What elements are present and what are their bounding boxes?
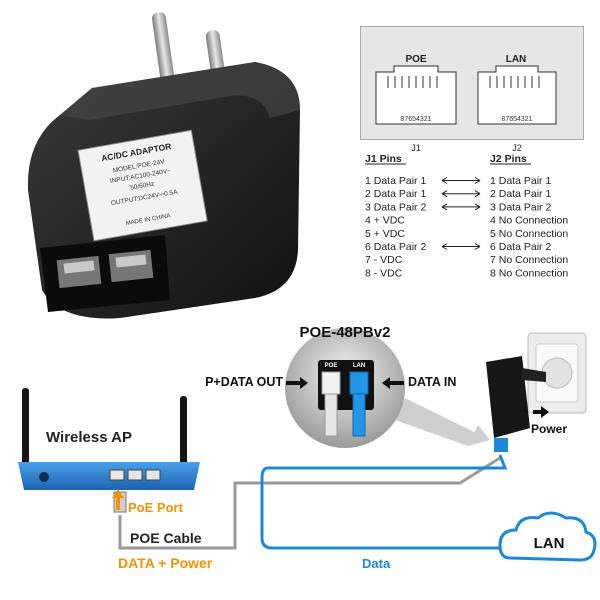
pin-link-arrow-icon bbox=[441, 177, 481, 184]
jack-poe-caption: J1 bbox=[411, 143, 421, 153]
zoom-port-poe: POE bbox=[325, 363, 338, 369]
jack-poe-label: POE bbox=[405, 54, 426, 65]
out-label: P+DATA OUT bbox=[205, 375, 283, 389]
j2-pin-row: 8 No Connection bbox=[490, 267, 568, 279]
injector-device bbox=[486, 356, 546, 452]
jack-diagram: POE 87654321 J1 LAN 87654321 J2 bbox=[375, 54, 557, 153]
jack-lan-label: LAN bbox=[506, 54, 527, 65]
j2-pin-row: 6 Data Pair 2 bbox=[490, 241, 551, 253]
pin-link-arrow-icon bbox=[441, 203, 481, 211]
jack-lan-pins: 87654321 bbox=[501, 116, 532, 123]
adapter-ports bbox=[40, 235, 170, 312]
poe-jack: POE 87654321 J1 bbox=[375, 54, 457, 153]
j2-pin-row: 4 No Connection bbox=[490, 215, 568, 227]
j1-pin-row: 4 + VDC bbox=[365, 215, 405, 227]
in-arrow-icon bbox=[382, 377, 404, 389]
data-label: Data bbox=[362, 556, 391, 571]
power-arrow-icon bbox=[533, 406, 549, 418]
j1-pin-row: 8 - VDC bbox=[365, 267, 403, 279]
data-power-label: DATA + Power bbox=[118, 555, 213, 571]
poe-port-arrow-icon bbox=[112, 489, 124, 510]
connection-diagram: POE LAN POE-48PBv2 P+DATA OUT DATA IN Po… bbox=[18, 324, 597, 571]
out-arrow-icon bbox=[286, 377, 308, 389]
j1-pin-row: 5 + VDC bbox=[365, 228, 405, 240]
lan-cloud-label: LAN bbox=[534, 535, 565, 552]
adapter-label-line: 50/60Hz bbox=[130, 181, 155, 192]
j1-pin-row: 3 Data Pair 2 bbox=[365, 201, 426, 213]
pin-table: J1 Pins J2 Pins 1 Data Pair 1 1 Data Pair… bbox=[365, 153, 568, 279]
power-label: Power bbox=[531, 422, 567, 436]
wireless-ap-device bbox=[18, 388, 200, 513]
jack-poe-pins: 87654321 bbox=[400, 116, 431, 123]
data-cable-line bbox=[260, 454, 510, 550]
router-label: Wireless AP bbox=[46, 429, 132, 446]
in-label: DATA IN bbox=[408, 375, 456, 389]
callout-beam bbox=[395, 398, 478, 446]
j1-header: J1 Pins bbox=[365, 153, 402, 165]
jack-lan-caption: J2 bbox=[512, 143, 522, 153]
j1-pin-row: 7 - VDC bbox=[365, 254, 403, 266]
j1-pin-row: 6 Data Pair 2 bbox=[365, 241, 426, 253]
adapter-label: AC/DC ADAPTOR MODEL:POE-24V INPUT:AC100-… bbox=[77, 129, 208, 242]
j2-pin-row: 5 No Connection bbox=[490, 228, 568, 240]
lan-cloud-icon bbox=[498, 511, 597, 562]
j2-header: J2 Pins bbox=[490, 153, 527, 165]
pin-link-arrow-icon bbox=[441, 243, 481, 250]
j2-pin-row: 3 Data Pair 2 bbox=[490, 201, 551, 213]
j1-pin-row: 2 Data Pair 1 bbox=[365, 188, 426, 200]
j2-pin-row: 7 No Connection bbox=[490, 254, 568, 266]
injector-title: POE-48PBv2 bbox=[300, 324, 391, 341]
pin-link-arrow-icon bbox=[441, 190, 481, 198]
zoom-port-lan: LAN bbox=[353, 363, 365, 369]
poe-cable-label: POE Cable bbox=[130, 530, 202, 546]
poe-adapter-image: AC/DC ADAPTOR MODEL:POE-24V INPUT:AC100-… bbox=[27, 12, 301, 319]
j1-pin-row: 1 Data Pair 1 bbox=[365, 175, 426, 187]
lan-jack: LAN 87654321 J2 bbox=[477, 54, 557, 153]
poe-port-label: PoE Port bbox=[128, 500, 184, 515]
j2-pin-row: 1 Data Pair 1 bbox=[490, 175, 551, 187]
j2-pin-row: 2 Data Pair 1 bbox=[490, 188, 551, 200]
poe-cable-line bbox=[118, 456, 501, 550]
